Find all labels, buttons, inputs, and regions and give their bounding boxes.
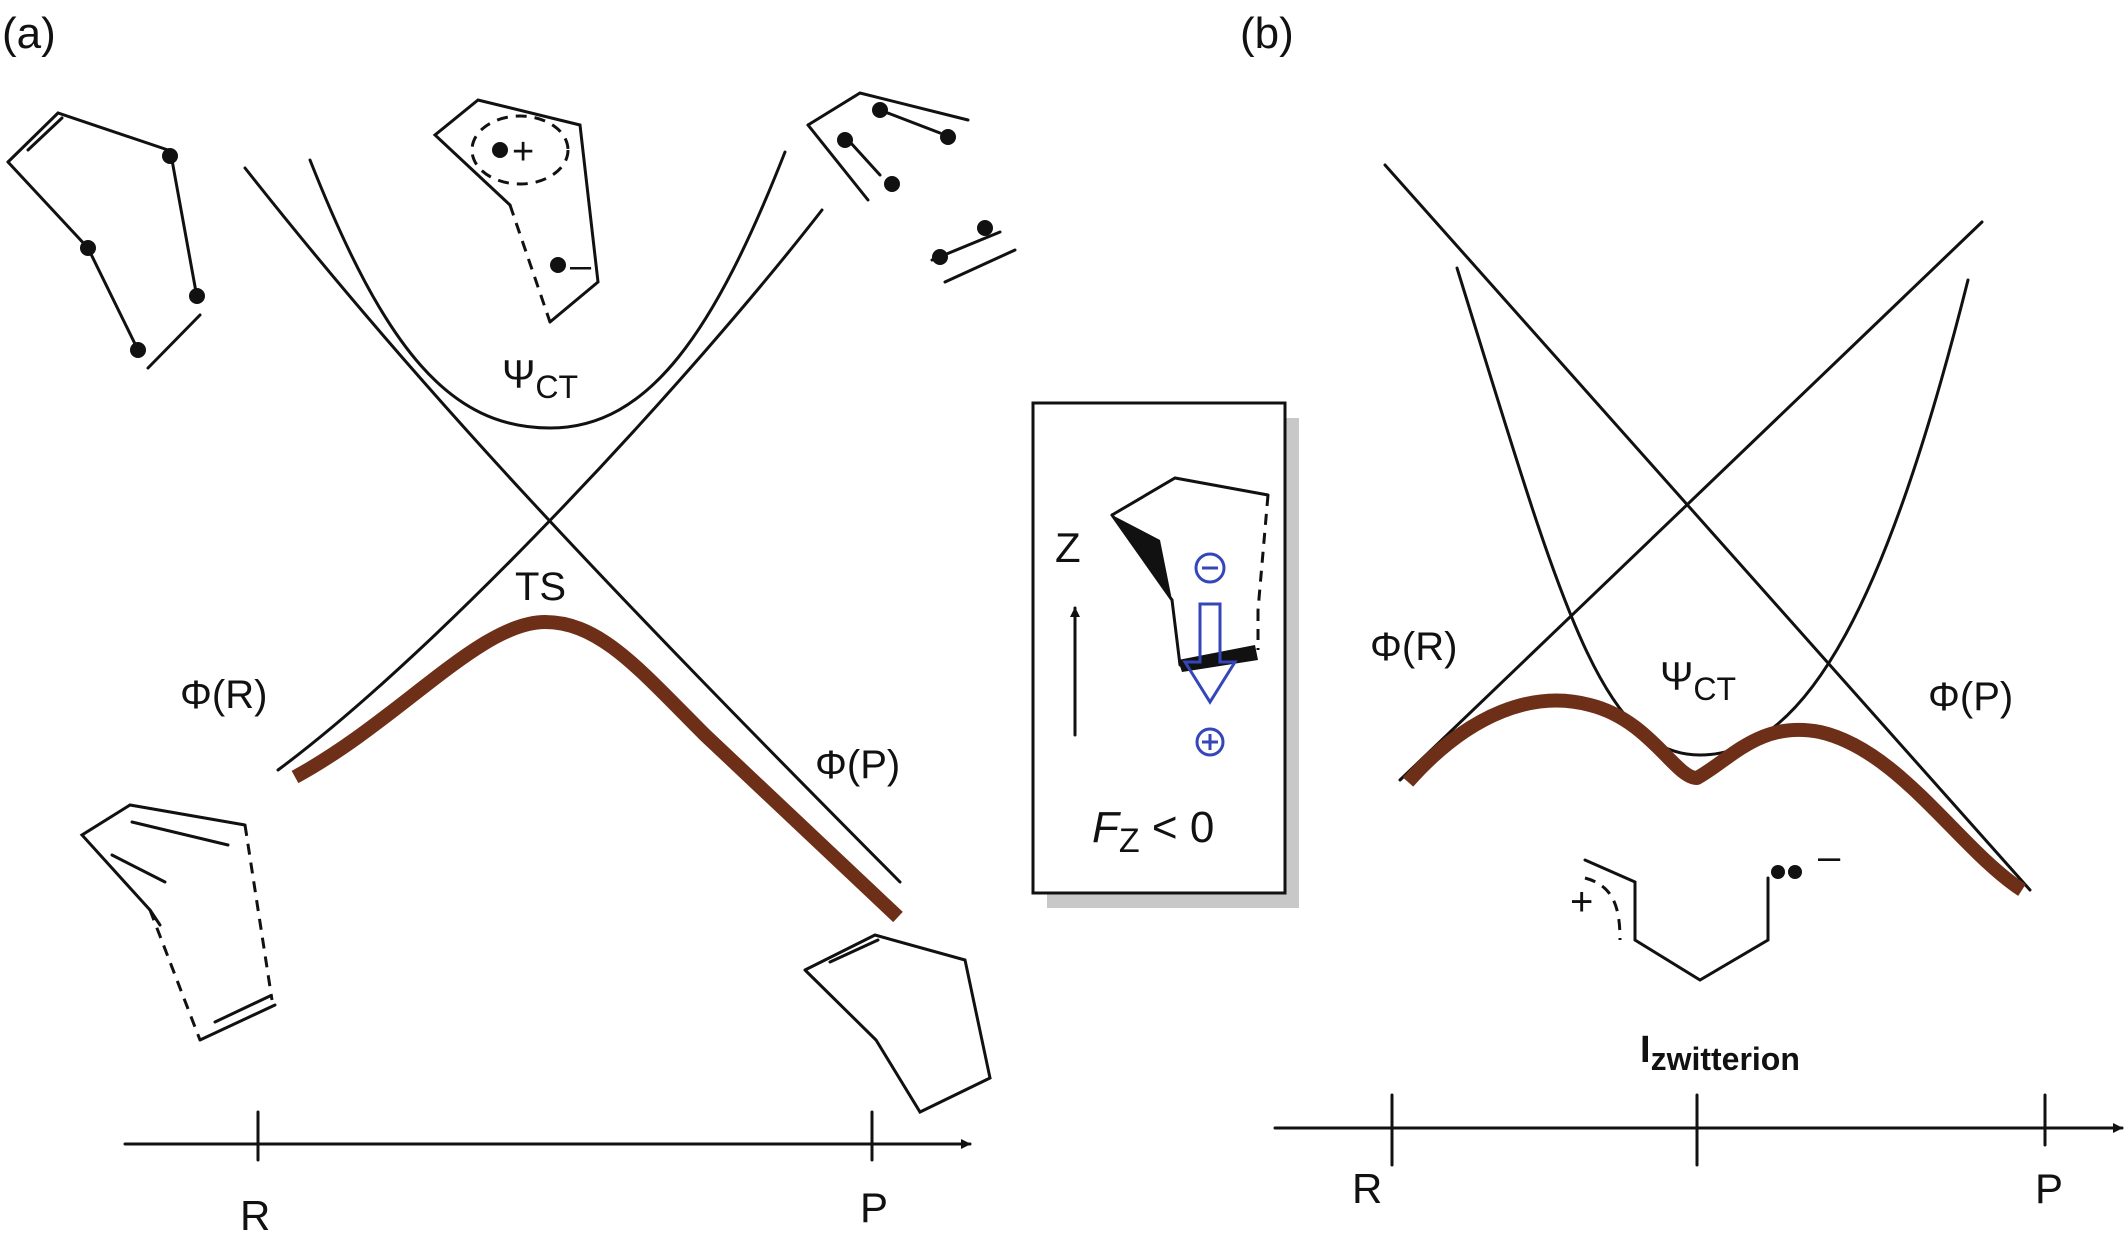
phi-r-label-b: Φ(R) xyxy=(1370,625,1457,669)
psi-ct-curve xyxy=(308,150,787,430)
charge-transfer-ring-molecule: + – xyxy=(432,98,600,324)
panel-b-tag: (b) xyxy=(1240,9,1294,58)
inset-axis-label: Z xyxy=(1055,524,1081,571)
psi-ct-label: ΨCT xyxy=(502,353,578,405)
svg-text:+: + xyxy=(1570,880,1593,924)
ts-label: TS xyxy=(515,565,566,609)
panel-b-axis-p: P xyxy=(2035,1165,2063,1212)
panel-a-axis-r: R xyxy=(240,1192,270,1239)
dipole-arrow xyxy=(1182,552,1238,757)
panel-b: (b) Φ(R) ΨCT Φ(P) + – Izwitterion R P xyxy=(1240,9,2124,1212)
phi-r-curve xyxy=(276,208,824,772)
ground-state-curve xyxy=(291,615,903,923)
psi-ct-label-b: ΨCT xyxy=(1660,655,1736,707)
svg-text:–: – xyxy=(570,245,592,287)
panel-a: (a) ΨCT TS Φ(R) Φ(P) R P xyxy=(2,9,1017,1239)
phi-p-line xyxy=(1383,163,2032,892)
phi-p-label: Φ(P) xyxy=(815,743,900,787)
svg-text:+: + xyxy=(512,131,534,173)
product-ring-molecule xyxy=(803,933,992,1114)
zwitterion-molecule: + – xyxy=(1570,835,1841,982)
phi-p-label-b: Φ(P) xyxy=(1928,675,2013,719)
panel-a-axis-p: P xyxy=(860,1184,888,1231)
diradical-chain-molecule xyxy=(6,111,205,370)
intermediate-label: Izwitterion xyxy=(1640,1029,1800,1077)
ground-state-curve-b xyxy=(1402,693,2026,896)
inset-ring-molecule xyxy=(1110,476,1270,672)
phi-r-line xyxy=(1398,220,1984,782)
panel-a-tag: (a) xyxy=(2,9,56,58)
panel-b-axis-r: R xyxy=(1352,1165,1382,1212)
reactant-complex-molecule xyxy=(79,803,277,1042)
psi-ct-curve-b xyxy=(1455,266,1970,757)
field-condition-label: FZ < 0 xyxy=(1092,803,1214,860)
field-inset: Z FZ < 0 xyxy=(1031,401,1299,908)
phi-p-curve xyxy=(243,166,902,884)
phi-r-label: Φ(R) xyxy=(180,673,267,717)
fragment-radicals-molecule xyxy=(806,91,1017,284)
svg-text:–: – xyxy=(1818,835,1841,879)
